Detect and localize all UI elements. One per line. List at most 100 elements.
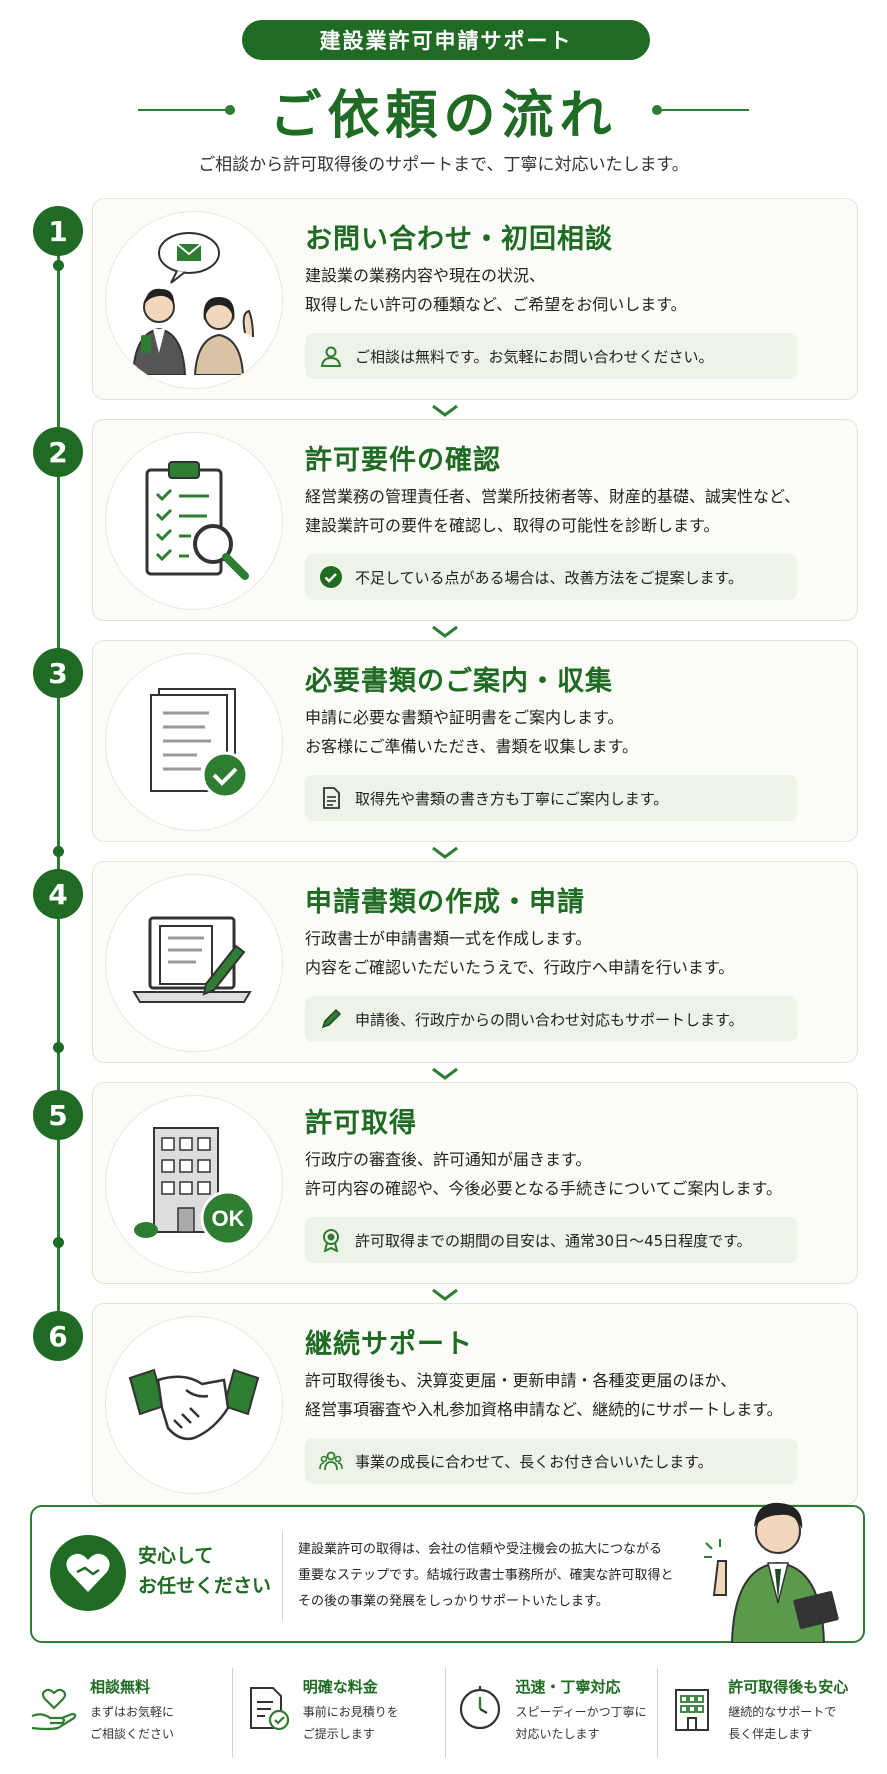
clock-icon xyxy=(459,1686,500,1730)
step-description-line: 内容をご確認いただいたうえで、行政庁へ申請を行います。 xyxy=(305,958,735,977)
step-card-4: 申請書類の作成・申請 行政書士が申請書類一式を作成します。 内容をご確認いただい… xyxy=(92,861,858,1063)
reassurance-divider xyxy=(282,1531,283,1621)
page-subtitle: ご相談から許可取得後のサポートまで、丁寧に対応いたします。 xyxy=(198,155,689,175)
timeline-dot xyxy=(53,260,64,271)
building-icon xyxy=(675,1689,710,1731)
step-note-text: 申請後、行政庁からの問い合わせ対応もサポートします。 xyxy=(355,1010,744,1029)
step-note: 不足している点がある場合は、改善方法をご提案します。 xyxy=(305,554,797,600)
feature-description-line: ご提示します xyxy=(302,1727,375,1741)
reassurance-box: 安心して お任せください 建設業許可の取得は、会社の信頼や受注機会の拡大につなが… xyxy=(30,1502,865,1643)
award-icon xyxy=(323,1229,339,1252)
step-description-line: 建設業許可の要件を確認し、取得の可能性を診断します。 xyxy=(305,516,720,535)
step-description-line: 行政書士が申請書類一式を作成します。 xyxy=(305,929,592,948)
reassurance-title: 安心して お任せください xyxy=(138,1541,271,1601)
businessman-illustration xyxy=(704,1502,839,1643)
step-description-line: 許可内容の確認や、今後必要となる手続きについてご案内します。 xyxy=(305,1179,782,1198)
reassurance-title-line: お任せください xyxy=(138,1575,272,1597)
heart-hand-icon xyxy=(31,1688,77,1731)
chevron-down-icon xyxy=(432,846,458,859)
step-description-line: 経営業務の管理責任者、営業所技術者等、財産的基礎、誠実性など、 xyxy=(305,487,801,506)
heart-handshake-icon xyxy=(50,1535,126,1611)
laptop-pen-illustration xyxy=(105,874,283,1052)
step-card-1: お問い合わせ・初回相談 建設業の業務内容や現在の状況、 取得したい許可の種類など… xyxy=(92,198,858,400)
step-note: ご相談は無料です。お気軽にお問い合わせください。 xyxy=(305,333,797,379)
step-number-5: 5 xyxy=(33,1090,83,1140)
step-description: 許可取得後も、決算変更届・更新申請・各種変更届のほか、 経営事項審査や入札参加資… xyxy=(305,1366,845,1424)
step-note: 取得先や書類の書き方も丁寧にご案内します。 xyxy=(305,775,797,821)
step-description-line: 申請に必要な書類や証明書をご案内します。 xyxy=(305,708,624,727)
step-note-text: 許可取得までの期間の目安は、通常30日〜45日程度です。 xyxy=(355,1231,752,1250)
step-number-6: 6 xyxy=(33,1311,83,1361)
step-title: 継続サポート xyxy=(305,1329,473,1360)
step-note: 申請後、行政庁からの問い合わせ対応もサポートします。 xyxy=(305,996,797,1042)
step-description-line: 行政庁の審査後、許可通知が届きます。 xyxy=(305,1150,592,1169)
person-icon xyxy=(320,346,342,367)
step-description-line: 取得したい許可の種類など、ご希望をお伺いします。 xyxy=(305,295,687,314)
step-description-line: お客様にご準備いただき、書類を収集します。 xyxy=(305,737,638,756)
feature-item: 迅速・丁寧対応 スピーディーかつ丁寧に対応いたします xyxy=(444,1668,658,1758)
step-number-4: 4 xyxy=(33,869,83,919)
step-number-2: 2 xyxy=(33,427,83,477)
feature-description: まずはお気軽にご相談ください xyxy=(90,1701,174,1745)
feature-description-line: まずはお気軽に xyxy=(90,1705,175,1719)
handshake-illustration xyxy=(105,1316,283,1494)
feature-item: 明確な料金 事前にお見積りをご提示します xyxy=(231,1668,445,1758)
feature-title: 相談無料 xyxy=(90,1678,151,1696)
step-description: 行政書士が申請書類一式を作成します。 内容をご確認いただいたうえで、行政庁へ申請… xyxy=(305,924,845,982)
step-note: 事業の成長に合わせて、長くお付き合いいたします。 xyxy=(305,1438,797,1484)
timeline-dot xyxy=(53,1042,64,1053)
reassurance-text-line: 重要なステップです。結城行政書士事務所が、確実な許可取得と xyxy=(298,1568,674,1583)
step-description-line: 経営事項審査や入札参加資格申請など、継続的にサポートします。 xyxy=(305,1400,783,1419)
step-title: 許可要件の確認 xyxy=(305,445,501,476)
step-card-3: 必要書類のご案内・収集 申請に必要な書類や証明書をご案内します。 お客様にご準備… xyxy=(92,640,858,842)
building-ok-illustration: OK xyxy=(105,1095,283,1273)
check-circle-icon xyxy=(320,566,342,588)
step-note: 許可取得までの期間の目安は、通常30日〜45日程度です。 xyxy=(305,1217,797,1263)
step-note-text: ご相談は無料です。お気軽にお問い合わせください。 xyxy=(355,347,714,366)
document-icon xyxy=(323,787,340,809)
reassurance-text-line: 建設業許可の取得は、会社の信頼や受注機会の拡大につながる xyxy=(298,1542,663,1557)
consultation-people-illustration xyxy=(105,211,283,389)
feature-description-line: 継続的なサポートで xyxy=(728,1705,837,1719)
title-line-left xyxy=(138,105,236,115)
feature-title: 迅速・丁寧対応 xyxy=(515,1678,621,1696)
step-card-5: OK 許可取得 行政庁の審査後、許可通知が届きます。 許可内容の確認や、今後必要… xyxy=(92,1082,858,1284)
step-description: 建設業の業務内容や現在の状況、 取得したい許可の種類など、ご希望をお伺いします。 xyxy=(305,261,845,319)
pencil-icon xyxy=(321,1008,342,1029)
step-description-line: 許可取得後も、決算変更届・更新申請・各種変更届のほか、 xyxy=(305,1371,737,1390)
feature-description: 継続的なサポートで長く伴走します xyxy=(728,1701,848,1745)
documents-check-illustration xyxy=(105,653,283,831)
chevron-down-icon xyxy=(432,1288,458,1301)
step-number-3: 3 xyxy=(33,648,83,698)
invoice-check-icon xyxy=(249,1687,289,1731)
chevron-down-icon xyxy=(432,1067,458,1080)
timeline-dot xyxy=(53,1237,64,1248)
header-pill: 建設業許可申請サポート xyxy=(242,20,650,60)
step-description: 行政庁の審査後、許可通知が届きます。 許可内容の確認や、今後必要となる手続きにつ… xyxy=(305,1145,845,1203)
title-line-right xyxy=(651,105,749,115)
reassurance-text: 建設業許可の取得は、会社の信頼や受注機会の拡大につながる 重要なステップです。結… xyxy=(298,1537,674,1615)
step-description: 経営業務の管理責任者、営業所技術者等、財産的基礎、誠実性など、 建設業許可の要件… xyxy=(305,482,845,540)
feature-description-line: ご相談ください xyxy=(90,1727,175,1741)
feature-item: 相談無料 まずはお気軽にご相談ください xyxy=(20,1668,232,1758)
title-row: ご依頼の流れ xyxy=(0,70,887,150)
step-note-text: 不足している点がある場合は、改善方法をご提案します。 xyxy=(355,568,744,587)
step-description: 申請に必要な書類や証明書をご案内します。 お客様にご準備いただき、書類を収集しま… xyxy=(305,703,845,761)
reassurance-text-line: その後の事業の発展をしっかりサポートいたします。 xyxy=(298,1594,609,1609)
people-icon xyxy=(319,1451,343,1471)
step-number-1: 1 xyxy=(33,206,83,256)
page-title: ご依頼の流れ xyxy=(269,85,618,146)
step-card-2: 許可要件の確認 経営業務の管理責任者、営業所技術者等、財産的基礎、誠実性など、 … xyxy=(92,419,858,621)
step-title: 必要書類のご案内・収集 xyxy=(305,666,613,697)
feature-description-line: 対応いたします xyxy=(515,1727,600,1741)
step-title: お問い合わせ・初回相談 xyxy=(305,224,613,255)
reassurance-title-line: 安心して xyxy=(138,1545,214,1567)
feature-description-line: 事前にお見積りを xyxy=(302,1705,399,1719)
feature-item: 許可取得後も安心 継続的なサポートで長く伴走します xyxy=(657,1668,870,1758)
feature-description: スピーディーかつ丁寧に対応いたします xyxy=(516,1701,647,1745)
clipboard-magnifier-illustration xyxy=(105,432,283,610)
ok-badge-text: OK xyxy=(212,1206,245,1231)
step-title: 許可取得 xyxy=(305,1108,417,1139)
step-description-line: 建設業の業務内容や現在の状況、 xyxy=(305,266,546,285)
feature-description-line: 長く伴走します xyxy=(728,1727,813,1741)
